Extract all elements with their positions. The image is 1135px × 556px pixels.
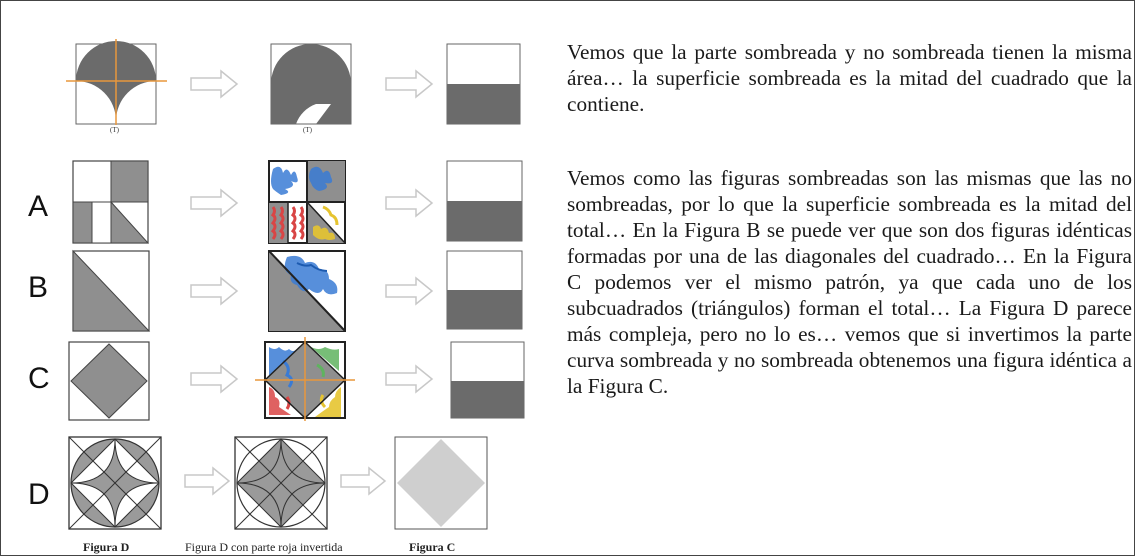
arrow-d-2 bbox=[340, 466, 387, 496]
figure-b-original bbox=[72, 249, 151, 332]
arrow-a-1 bbox=[190, 188, 239, 218]
figure-b-half bbox=[446, 250, 523, 330]
arrow-top-2 bbox=[385, 69, 434, 99]
figure-c-half bbox=[450, 341, 525, 419]
caption-figure-c: Figura C bbox=[409, 540, 455, 554]
top-figure-half bbox=[446, 43, 521, 125]
sub-label-1: (T) bbox=[110, 126, 120, 134]
sub-label-2: (T) bbox=[303, 126, 313, 134]
figure-d-original bbox=[68, 436, 162, 530]
caption-figure-d-inverted: Figura D con parte roja invertida bbox=[185, 540, 343, 554]
arrow-b-2 bbox=[385, 276, 434, 306]
explanation-paragraph-1: Vemos que la parte sombreada y no sombre… bbox=[567, 40, 1132, 116]
figure-a-colored bbox=[268, 160, 346, 244]
explanation-paragraph-2: Vemos como las figuras sombreadas son la… bbox=[567, 166, 1132, 398]
figure-b-colored bbox=[268, 250, 346, 332]
row-label-b: B bbox=[28, 271, 48, 304]
figure-a-half bbox=[446, 160, 523, 242]
arrow-b-1 bbox=[190, 276, 239, 306]
figure-c-colored bbox=[255, 337, 355, 421]
arrow-c-2 bbox=[385, 364, 434, 394]
arrow-a-2 bbox=[385, 188, 434, 218]
row-label-a: A bbox=[28, 190, 48, 223]
figure-c-original bbox=[68, 341, 150, 421]
figure-a-original bbox=[72, 160, 150, 244]
top-figure-rearranged: (T) bbox=[270, 43, 352, 134]
caption-figure-d: Figura D bbox=[83, 540, 130, 554]
row-label-c: C bbox=[28, 362, 50, 395]
top-figure-original: (T) bbox=[66, 39, 167, 134]
arrow-d-1 bbox=[184, 466, 231, 496]
arrow-top-1 bbox=[190, 69, 239, 99]
figure-d-inverted bbox=[234, 436, 328, 530]
figure-d-as-c bbox=[394, 436, 488, 530]
row-label-d: D bbox=[28, 478, 50, 511]
arrow-c-1 bbox=[190, 364, 239, 394]
